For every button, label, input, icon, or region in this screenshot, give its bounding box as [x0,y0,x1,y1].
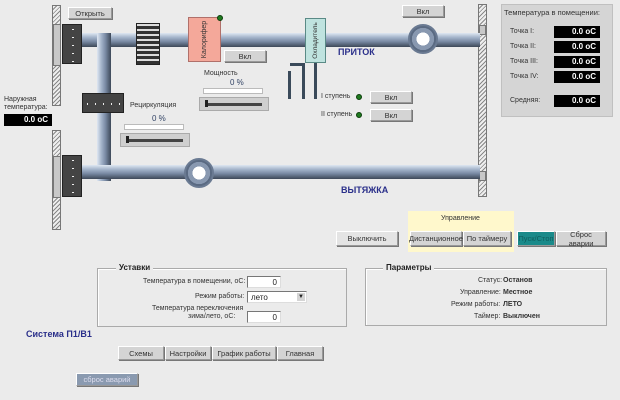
intake-filter [62,24,82,64]
point2-display: 0.0 oC [554,41,600,53]
system-title: Система П1/В1 [26,329,92,339]
heater-status-led [217,15,223,21]
point1-display: 0.0 oC [554,26,600,38]
supply-fan-icon[interactable] [408,24,438,54]
supply-label: ПРИТОК [338,47,375,57]
point1-label: Точка I: [510,28,535,35]
recirculation-value: 0 % [152,114,166,123]
right-wall [478,4,487,197]
point3-display: 0.0 oC [554,56,600,68]
exhaust-duct [82,165,480,179]
nav-settings-button[interactable]: Настройки [165,346,211,360]
param-status-label: Статус: [478,277,503,284]
stage2-on-button[interactable]: Вкл [370,109,412,121]
param-control-value: Местное [503,289,533,296]
room-temp-title: Температура в помещении: [504,8,600,17]
remote-button[interactable]: Дистанционное [409,231,463,246]
control-title: Управление [441,215,480,222]
parameters-title: Параметры [383,263,435,272]
average-label: Средняя: [510,97,541,104]
average-display: 0.0 oC [554,95,600,107]
recirculation-bar [124,124,184,130]
stage2-led [356,112,362,118]
heater-on-button[interactable]: Вкл [224,50,266,62]
outdoor-temp-label-1: Наружная [4,96,37,103]
chevron-down-icon[interactable]: ▼ [297,293,305,301]
start-stop-button[interactable]: Пуск/Стоп [517,231,555,246]
reset-alarm-button[interactable]: Сброс аварии [556,230,606,248]
param-timer-value: Выключен [503,313,540,320]
exhaust-filter [62,155,82,197]
point2-label: Точка II: [510,43,537,50]
right-wall-port-top [479,25,486,35]
power-bar [203,88,263,94]
room-temp-panel: Температура в помещении: Точка I: 0.0 oC… [501,4,613,117]
setpoints-title: Уставки [116,263,154,272]
setpoint-switch-temp-input[interactable]: 0 [247,311,281,323]
stage1-label: I ступень [321,93,351,100]
point3-label: Точка III: [510,58,538,65]
setpoint-switch-temp-label-1: Температура переключения [152,305,244,312]
recirculation-damper [82,93,124,113]
setpoint-mode-value: лето [251,293,268,302]
param-mode-value: ЛЕТО [503,301,523,308]
supply-filter-pack [136,23,160,65]
intake-damper [53,24,61,66]
supply-duct [82,33,480,47]
outdoor-temp-display: 0.0 oC [4,114,52,126]
point4-display: 0.0 oC [554,71,600,83]
nav-schemes-button[interactable]: Схемы [118,346,164,360]
setpoint-mode-select[interactable]: лето ▼ [247,291,307,303]
cooler-label: Охладитель [312,22,320,59]
stage1-on-button[interactable]: Вкл [370,91,412,103]
timer-button[interactable]: По таймеру [463,231,511,246]
power-value: 0 % [230,78,244,87]
reset-alarms-button[interactable]: сброс аварий [76,373,138,386]
param-timer-label: Таймер: [474,313,501,320]
open-button[interactable]: Открыть [68,7,112,19]
power-slider[interactable] [199,97,269,111]
exhaust-damper [53,156,61,198]
setpoint-switch-temp-label-2: зима/лето, oC: [188,313,236,320]
outdoor-temp-label-2: температура: [4,104,48,111]
param-mode-label: Режим работы: [451,301,501,308]
supply-fan-on-button[interactable]: Вкл [402,5,444,17]
nav-main-button[interactable]: Главная [277,346,323,360]
cooler[interactable]: Охладитель [305,18,326,63]
setpoints-group [97,268,347,327]
point4-label: Точка IV: [510,73,539,80]
heater[interactable]: Калорифер [188,17,221,62]
cooler-pipe-left [288,63,305,99]
setpoint-room-temp-input[interactable]: 0 [247,276,281,288]
heater-label: Калорифер [201,20,209,59]
parameters-group [365,268,607,326]
param-status-value: Останов [503,277,533,284]
exhaust-label: ВЫТЯЖКА [341,185,389,195]
stage2-label: II ступень [321,111,353,118]
setpoint-mode-label: Режим работы: [195,293,245,300]
nav-schedule-button[interactable]: График работы [212,346,276,360]
setpoint-room-temp-label: Температура в помещении, oC: [143,278,246,285]
off-button[interactable]: Выключить [336,231,398,246]
right-wall-port-bottom [479,171,486,181]
stage1-led [356,94,362,100]
recirculation-slider[interactable] [120,133,190,147]
recirculation-label: Рециркуляция [130,102,177,109]
power-label: Мощность [204,70,238,77]
cooler-pipe-right [314,63,317,99]
param-control-label: Управление: [460,289,501,296]
exhaust-fan-icon[interactable] [184,158,214,188]
